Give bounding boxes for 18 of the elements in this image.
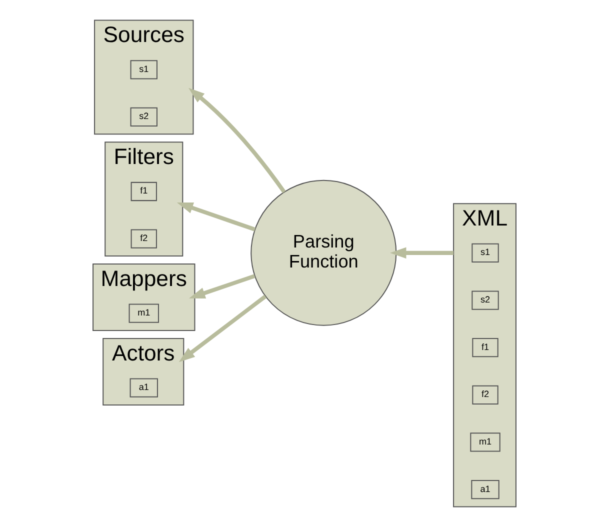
node-box: m1 bbox=[470, 432, 500, 452]
node-box: a1 bbox=[129, 378, 158, 398]
node-box: m1 bbox=[128, 304, 158, 323]
arrow bbox=[188, 88, 286, 194]
arrow bbox=[178, 294, 266, 362]
node-box: f1 bbox=[472, 338, 498, 358]
arrow bbox=[188, 274, 255, 299]
node-box: a1 bbox=[470, 480, 499, 500]
node-box: s1 bbox=[471, 243, 498, 262]
node-box: f1 bbox=[130, 182, 156, 202]
node-box: f2 bbox=[130, 229, 156, 248]
node-box: f2 bbox=[472, 385, 498, 404]
node-box: s1 bbox=[130, 60, 157, 80]
node-box: s2 bbox=[130, 107, 157, 127]
arrow bbox=[390, 247, 454, 259]
arrow bbox=[176, 202, 256, 232]
node-box: s2 bbox=[471, 290, 498, 310]
node-circle: Parsing Function bbox=[250, 180, 396, 326]
